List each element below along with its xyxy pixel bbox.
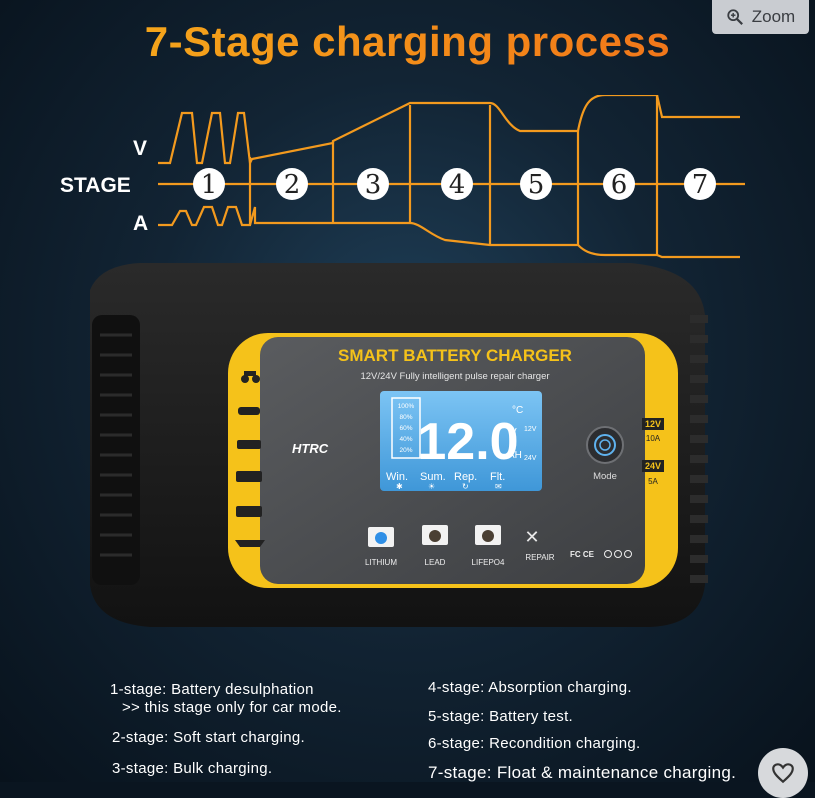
repair-icon: ↻ xyxy=(462,482,469,491)
voltage-12-text: 12V xyxy=(645,419,661,429)
brand-logo: HTRC xyxy=(292,441,329,456)
certification-icons xyxy=(604,550,632,558)
gauge-percent: 80% xyxy=(399,414,412,421)
note-stage-1-detail: >> this stage only for car mode. xyxy=(122,699,342,716)
mode-winter: Win. xyxy=(386,471,408,483)
note-stage-4: 4-stage: Absorption charging. xyxy=(428,679,632,696)
unit-amp-hour: AH xyxy=(508,450,522,461)
unit-volt: V xyxy=(510,427,517,438)
gauge-percent: 20% xyxy=(399,447,412,454)
lcd-reading: 12.0 xyxy=(417,413,518,471)
vehicle-icons xyxy=(235,371,265,547)
battery-type-lifepo4[interactable] xyxy=(475,525,501,545)
stage-number: 3 xyxy=(365,170,382,200)
stage-number: 1 xyxy=(201,170,218,200)
certification-marks: FC CE xyxy=(570,550,595,559)
voltage-label: V xyxy=(133,137,147,160)
side-ribs xyxy=(690,315,708,583)
zoom-button[interactable]: Zoom xyxy=(712,0,809,34)
lithium-label: LITHIUM xyxy=(365,558,397,567)
voltage-curve xyxy=(158,95,740,167)
lcd-mode-icons: ✱ ☀ ↻ ✉ xyxy=(396,482,502,491)
zoom-label: Zoom xyxy=(751,7,796,26)
fan-vents xyxy=(100,333,132,557)
current-curve xyxy=(158,205,740,259)
voltage-24-text: 24V xyxy=(645,461,661,471)
charger-subheader: 12V/24V Fully intelligent pulse repair c… xyxy=(360,371,549,382)
note-stage-7: 7-stage: Float & maintenance charging. xyxy=(428,763,737,782)
lcd-24v: 24V xyxy=(524,455,537,462)
battery-type-lead[interactable] xyxy=(422,525,448,545)
note-stage-6: 6-stage: Recondition charging. xyxy=(428,735,641,752)
repair-tools-icon: ✕ xyxy=(524,527,539,547)
fan-grille xyxy=(92,315,140,585)
zoom-icon xyxy=(727,9,743,25)
note-stage-3: 3-stage: Bulk charging. xyxy=(112,760,273,777)
stage-label: STAGE xyxy=(60,174,131,197)
battery-gauge: 100% 80% 60% 40% 20% xyxy=(391,397,421,459)
amp-5-text: 5A xyxy=(648,477,658,486)
mode-summer: Sum. xyxy=(420,471,446,483)
voltage-12-badge xyxy=(642,418,664,430)
mode-float: Flt. xyxy=(490,471,505,483)
fingerprint-icon xyxy=(594,434,616,456)
stage-number: 4 xyxy=(449,170,466,200)
stage-markers: 1 2 3 4 5 6 7 xyxy=(193,168,716,200)
repair-label: REPAIR xyxy=(525,553,554,562)
amp-10-text: 10A xyxy=(646,434,661,443)
stage-number: 6 xyxy=(611,170,628,200)
mode-label: Mode xyxy=(593,471,617,482)
charger-header: SMART BATTERY CHARGER xyxy=(338,346,572,365)
gauge-percent: 40% xyxy=(399,436,412,443)
gauge-percent: 100% xyxy=(398,403,415,410)
favorite-button[interactable] xyxy=(758,748,808,798)
heart-icon xyxy=(772,763,794,784)
charger-device: SMART BATTERY CHARGER 12V/24V Fully inte… xyxy=(90,263,708,627)
stage-number: 7 xyxy=(692,170,709,200)
battery-type-lithium[interactable] xyxy=(368,527,394,547)
note-stage-5: 5-stage: Battery test. xyxy=(428,708,573,725)
snowflake-icon: ✱ xyxy=(396,482,403,491)
note-stage-2: 2-stage: Soft start charging. xyxy=(112,729,305,746)
mode-repair: Rep. xyxy=(454,471,477,483)
stage-number: 5 xyxy=(528,170,545,200)
lcd-12v: 12V xyxy=(524,426,537,433)
page-title: 7-Stage charging process xyxy=(0,18,815,66)
stage-number: 2 xyxy=(284,170,301,200)
gauge-percent: 60% xyxy=(399,425,412,432)
voltage-24-badge xyxy=(642,460,664,472)
sun-icon: ☀ xyxy=(428,482,435,491)
unit-celsius: °C xyxy=(512,405,523,416)
stage-notes: 1-stage: Battery desulphation >> this st… xyxy=(0,675,815,782)
envelope-icon: ✉ xyxy=(495,482,502,491)
charging-stage-diagram: V STAGE A 1 2 3 4 5 6 7 xyxy=(60,95,745,259)
lifepo4-label: LIFEPO4 xyxy=(472,558,505,567)
lead-label: LEAD xyxy=(425,558,446,567)
mode-button[interactable] xyxy=(586,426,624,464)
current-label: A xyxy=(133,212,148,235)
note-stage-1: 1-stage: Battery desulphation xyxy=(110,681,314,698)
